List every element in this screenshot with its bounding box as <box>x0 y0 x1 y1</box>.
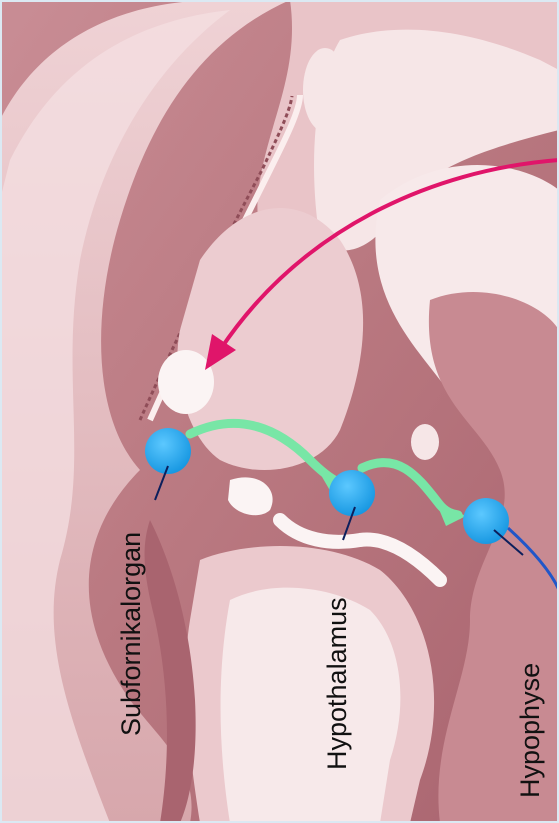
pituitary-knob <box>411 424 439 460</box>
pituitary-label: Hypophyse <box>517 663 544 798</box>
upper-knob <box>303 48 347 132</box>
ventricle-cavity <box>158 350 214 414</box>
lower-central-lobe-light <box>221 588 401 823</box>
subfornical-organ-label: Subfornikalorgan <box>118 532 145 736</box>
hypothalamus-node <box>329 470 375 516</box>
hypothalamus-label: Hypothalamus <box>324 597 351 770</box>
